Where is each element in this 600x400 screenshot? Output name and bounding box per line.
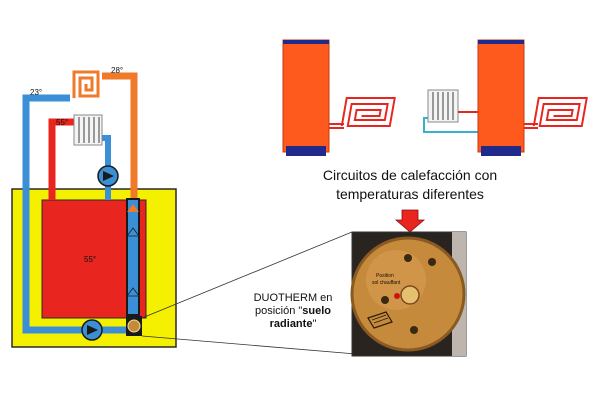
- temp-label-top-left: 23°: [30, 88, 42, 97]
- boiler-right: [477, 39, 525, 153]
- duotherm-label: DUOTHERM en posición "suelo radiante": [240, 292, 346, 331]
- temp-label-radiator: 55°: [56, 118, 68, 127]
- cold-return-pipe: [22, 94, 136, 334]
- floor-coil-right-2-icon: [532, 97, 588, 127]
- boiler-left: [282, 39, 330, 153]
- duotherm-line-2-prefix: posición ": [254, 305, 303, 317]
- boiler-right-base: [481, 146, 521, 156]
- temp-label-top-right: 28°: [111, 66, 123, 75]
- radiator-icon: [73, 114, 103, 146]
- mixing-column: [126, 198, 140, 316]
- valve-label-line1: Position: [376, 273, 394, 279]
- valve-red-dot: [394, 293, 400, 299]
- valve-photo: Position sol chauffant: [350, 231, 467, 357]
- radiator-right-icon: [427, 89, 459, 123]
- radiator-pump-icon: [97, 165, 119, 187]
- boiler-mixed-circuit: [423, 39, 588, 156]
- temp-label-tank: 55°: [84, 255, 96, 264]
- boiler-floor-circuit: [282, 39, 396, 156]
- caption-line-1: Circuitos de calefacción con: [322, 167, 498, 183]
- duotherm-bold-radiante: radiante: [269, 318, 313, 330]
- zoom-line-bottom: [141, 335, 357, 355]
- valve-knob: [400, 285, 420, 305]
- floor-heat-symbol-icon: [367, 311, 393, 329]
- duotherm-line-3: radiante": [240, 318, 346, 331]
- zoom-line-top: [141, 231, 353, 319]
- duotherm-valve-small: [126, 316, 142, 336]
- radiator-feed-pipe: [48, 118, 74, 200]
- caption-line-2: temperaturas diferentes: [336, 186, 484, 202]
- left-heating-system: 28° 23° 55° 55°: [11, 66, 357, 355]
- floor-coil-icon: [70, 68, 102, 102]
- down-arrow-icon: [394, 209, 426, 233]
- duotherm-bold-suelo: suelo: [302, 305, 332, 317]
- duotherm-line-1: DUOTHERM en: [253, 292, 333, 304]
- circuits-caption: Circuitos de calefacción con temperatura…: [290, 166, 530, 204]
- boiler-left-base: [286, 146, 326, 156]
- floor-pump-icon: [81, 319, 103, 341]
- valve-label-line2: sol chauffant: [372, 280, 401, 286]
- duotherm-line-3-suffix: ": [312, 318, 317, 330]
- duotherm-line-2: posición "suelo: [240, 305, 346, 318]
- floor-coil-right-1-icon: [340, 97, 396, 127]
